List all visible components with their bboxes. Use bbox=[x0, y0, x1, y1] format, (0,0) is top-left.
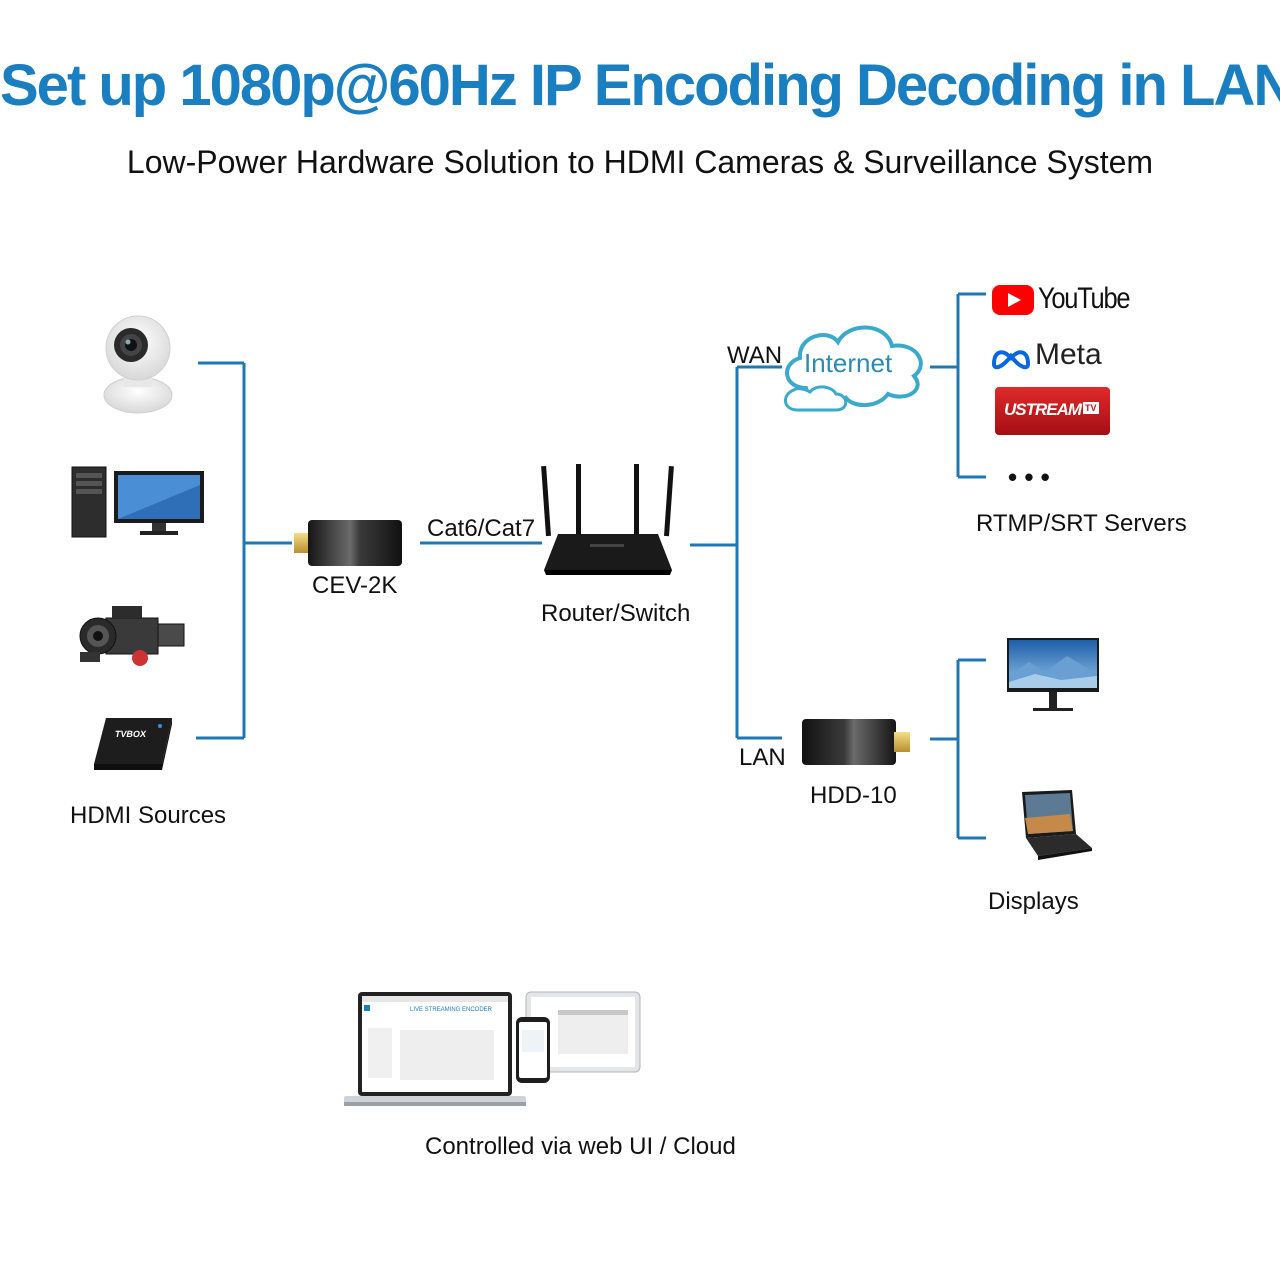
more-servers-ellipsis: • • • bbox=[1008, 462, 1050, 492]
decoder-dongle-icon bbox=[802, 719, 910, 765]
wan-label: WAN bbox=[727, 342, 783, 369]
meta-text: Meta bbox=[1035, 338, 1102, 371]
hdmi-sources-label: HDMI Sources bbox=[70, 802, 227, 829]
lan-label: LAN bbox=[739, 744, 786, 771]
internet-label: Internet bbox=[804, 348, 893, 378]
encoder-label: CEV-2K bbox=[312, 572, 398, 599]
ustream-text: USTREAM bbox=[1004, 400, 1082, 419]
control-label: Controlled via web UI / Cloud bbox=[425, 1133, 736, 1160]
control-phone-icon bbox=[516, 1017, 550, 1083]
page-title: Set up 1080p@60Hz IP Encoding Decoding i… bbox=[0, 53, 1280, 118]
page-subtitle: Low-Power Hardware Solution to HDMI Came… bbox=[126, 144, 1154, 180]
internet-cloud-icon bbox=[784, 325, 923, 412]
monitor-icon bbox=[1007, 638, 1099, 711]
control-laptop-icon bbox=[344, 992, 526, 1106]
router-label: Router/Switch bbox=[541, 600, 691, 627]
displays-label: Displays bbox=[988, 888, 1079, 915]
cinema-camera-icon bbox=[79, 606, 185, 666]
ustream-tv-text: TV bbox=[1083, 402, 1099, 414]
router-icon bbox=[541, 464, 674, 575]
desktop-pc-icon bbox=[71, 466, 204, 538]
tv-box-icon bbox=[94, 718, 172, 770]
servers-label: RTMP/SRT Servers bbox=[976, 510, 1187, 537]
cable-label: Cat6/Cat7 bbox=[427, 515, 536, 542]
youtube-text: YouTube bbox=[1038, 282, 1131, 315]
youtube-logo-icon bbox=[992, 285, 1034, 315]
control-screen-title: LIVE STREAMING ENCODER bbox=[410, 1007, 493, 1013]
ip-camera-icon bbox=[103, 315, 173, 414]
decoder-label: HDD-10 bbox=[810, 782, 897, 809]
meta-logo-icon bbox=[991, 350, 1031, 370]
ustream-logo: USTREAM TV bbox=[995, 387, 1110, 435]
encoder-dongle-icon bbox=[294, 520, 402, 566]
tv-box-brand: TVBOX bbox=[114, 729, 147, 739]
laptop-icon bbox=[1022, 790, 1092, 860]
